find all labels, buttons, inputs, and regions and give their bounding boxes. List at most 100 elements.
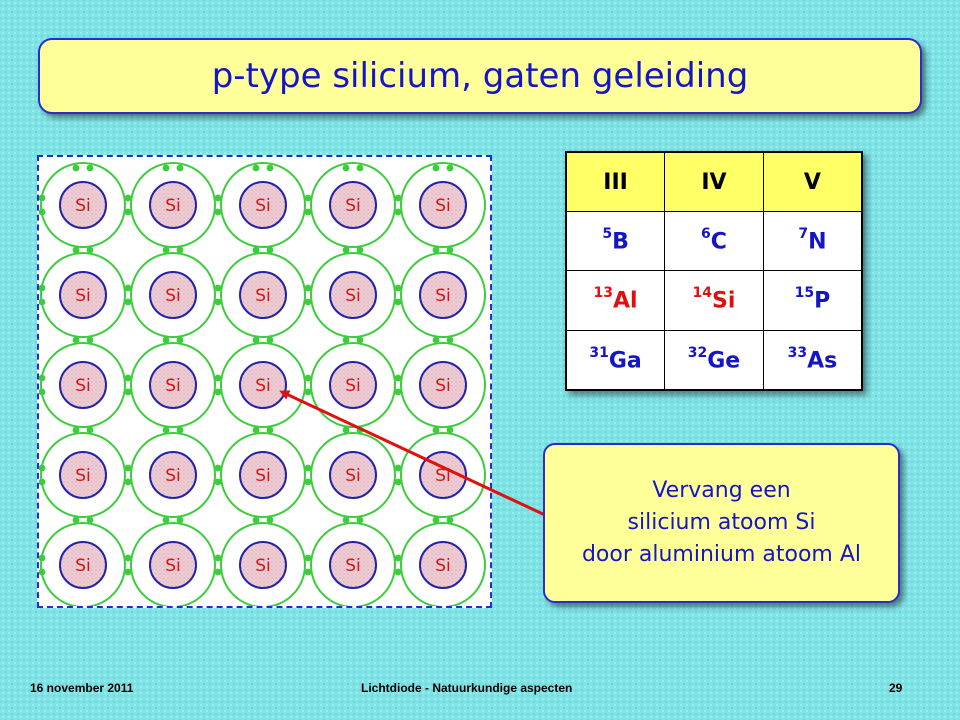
electron-dot — [432, 246, 440, 254]
bond-ring — [40, 252, 126, 338]
electron-dot — [432, 336, 440, 344]
electron-dot — [39, 554, 46, 562]
electron-dot — [394, 554, 402, 562]
si-atom: Si — [59, 451, 107, 499]
electron-dot — [266, 246, 274, 254]
bond-ring — [40, 162, 126, 248]
bond-ring — [220, 252, 306, 338]
element-cell: 6C — [664, 211, 764, 272]
footer-page-number: 29 — [889, 681, 903, 695]
column-header: III — [565, 151, 666, 213]
electron-dot — [356, 336, 364, 344]
element-cell: 15P — [762, 270, 863, 331]
bond-ring — [130, 162, 216, 248]
bond-ring — [310, 522, 396, 606]
si-atom: Si — [59, 361, 107, 409]
bond-ring — [130, 432, 216, 518]
si-atom: Si — [59, 271, 107, 319]
electron-dot — [304, 568, 312, 576]
electron-dot — [394, 478, 402, 486]
electron-dot — [39, 388, 46, 396]
electron-dot — [39, 194, 46, 202]
si-atom: Si — [419, 181, 467, 229]
atom-core — [149, 271, 197, 319]
si-atom: Si — [419, 271, 467, 319]
electron-dot — [162, 164, 170, 172]
atom-label: Si — [255, 286, 271, 306]
electron-dot — [214, 284, 222, 292]
electron-dot — [86, 246, 94, 254]
bond-ring — [220, 522, 306, 606]
si-atom: Si — [419, 451, 467, 499]
column-header: V — [762, 151, 863, 213]
element-cell-highlighted: 14Si — [664, 270, 764, 331]
atom-label: Si — [75, 286, 91, 306]
atom-label: Si — [75, 376, 91, 396]
atom-core — [59, 181, 107, 229]
table-row: 13Al 14Si 15P — [565, 270, 863, 331]
electron-dot — [124, 284, 132, 292]
atom-core — [239, 271, 287, 319]
electron-dot — [356, 164, 364, 172]
note-line-1: Vervang een — [652, 478, 791, 503]
footer-date: 16 november 2011 — [30, 681, 134, 695]
electron-dot — [86, 336, 94, 344]
si-atom: Si — [149, 541, 197, 589]
electron-dot — [394, 284, 402, 292]
atom-core — [149, 361, 197, 409]
si-atom: Si — [239, 541, 287, 589]
electron-dot — [266, 164, 274, 172]
electron-dot — [342, 164, 350, 172]
electron-dot — [394, 464, 402, 472]
table-header-row: III IV V — [565, 151, 863, 213]
electron-dot — [446, 164, 454, 172]
table-row: 5B 6C 7N — [565, 211, 863, 272]
electron-dot — [124, 208, 132, 216]
bond-ring — [40, 432, 126, 518]
electron-dot — [39, 568, 46, 576]
electron-dot — [39, 464, 46, 472]
electron-dot — [214, 194, 222, 202]
atom-core — [419, 181, 467, 229]
electron-dot — [446, 516, 454, 524]
bond-ring — [40, 522, 126, 606]
electron-dot — [252, 516, 260, 524]
electron-dot — [124, 568, 132, 576]
element-cell: 33As — [762, 329, 863, 391]
atom-core — [419, 541, 467, 589]
si-atom: Si — [329, 541, 377, 589]
si-atom: Si — [329, 181, 377, 229]
column-header: IV — [664, 151, 764, 213]
bond-ring — [400, 522, 486, 606]
electron-dot — [72, 516, 80, 524]
electron-dot — [124, 464, 132, 472]
electron-dot — [342, 246, 350, 254]
atom-label: Si — [345, 556, 361, 576]
atom-label: Si — [435, 196, 451, 216]
electron-dot — [304, 194, 312, 202]
si-atom: Si — [239, 181, 287, 229]
electron-dot — [86, 426, 94, 434]
electron-dot — [304, 284, 312, 292]
atom-label: Si — [435, 286, 451, 306]
electron-dot — [176, 164, 184, 172]
element-cell-highlighted: 13Al — [565, 270, 666, 331]
atom-label: Si — [345, 466, 361, 486]
electron-dot — [432, 516, 440, 524]
electron-dot — [214, 568, 222, 576]
electron-dot — [176, 246, 184, 254]
si-atom: Si — [149, 271, 197, 319]
electron-dot — [39, 478, 46, 486]
electron-dot — [394, 374, 402, 382]
note-box: Vervang een silicium atoom Si door alumi… — [543, 443, 900, 603]
electron-dot — [214, 374, 222, 382]
electron-dot — [304, 478, 312, 486]
electron-dot — [266, 516, 274, 524]
bond-ring — [220, 342, 306, 428]
electron-dot — [252, 164, 260, 172]
si-atom: Si — [419, 361, 467, 409]
atom-core — [59, 451, 107, 499]
si-atom: Si — [329, 271, 377, 319]
note-line-3: door aluminium atoom Al — [581, 542, 862, 567]
